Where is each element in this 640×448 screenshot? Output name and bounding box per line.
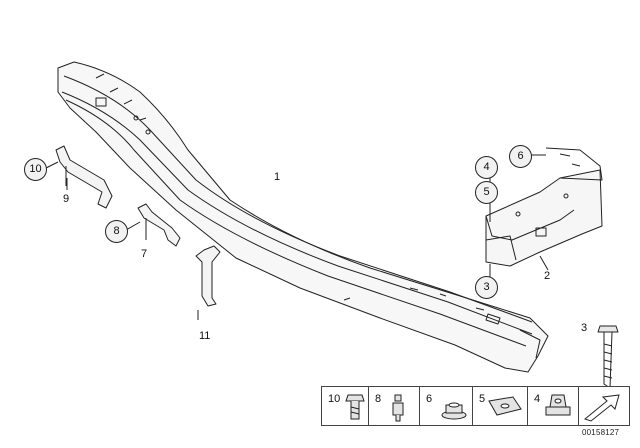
- legend-cell-6: 6: [420, 387, 473, 425]
- document-id: 00158127: [582, 428, 620, 437]
- arrow-icon: [583, 394, 620, 422]
- screw-3: [597, 325, 619, 389]
- legend-number: 6: [426, 393, 433, 405]
- circle-callout-8: 8: [105, 220, 128, 243]
- legend-cell-10: 10: [322, 387, 369, 425]
- hex-bolt-icon: [345, 394, 365, 420]
- legend-number: 10: [328, 393, 341, 405]
- legend-number: 8: [375, 393, 382, 405]
- callout-1: 1: [274, 171, 281, 183]
- cage-nut-plate-icon: [488, 396, 522, 416]
- bracket-2: [485, 147, 603, 267]
- bracket-11: [195, 245, 221, 320]
- bracket-7: [137, 203, 181, 247]
- legend-number: 5: [479, 393, 486, 405]
- circle-callout-5: 5: [475, 181, 498, 204]
- callout-9: 9: [63, 193, 70, 205]
- callout-2: 2: [544, 270, 551, 282]
- circle-callout-3: 3: [475, 276, 498, 299]
- circle-callout-10: 10: [24, 158, 47, 181]
- circle-callout-6: 6: [509, 145, 532, 168]
- callout-7: 7: [141, 248, 148, 260]
- legend-number: 4: [534, 393, 541, 405]
- legend-cell-5: 5: [473, 387, 528, 425]
- legend-cell-8: 8: [369, 387, 420, 425]
- fasteners-legend: 10 8 6: [321, 386, 630, 426]
- callout-11: 11: [199, 330, 211, 342]
- rivet-icon: [392, 394, 404, 422]
- circle-callout-4: 4: [475, 156, 498, 179]
- bracket-9: [55, 145, 113, 209]
- callout-3-screw: 3: [581, 322, 588, 334]
- bumper-carrier-beam: [57, 61, 549, 373]
- flange-nut-icon: [441, 402, 467, 420]
- legend-cell-arrow: [579, 387, 629, 425]
- legend-cell-4: 4: [528, 387, 579, 425]
- collar-nut-icon: [545, 394, 571, 416]
